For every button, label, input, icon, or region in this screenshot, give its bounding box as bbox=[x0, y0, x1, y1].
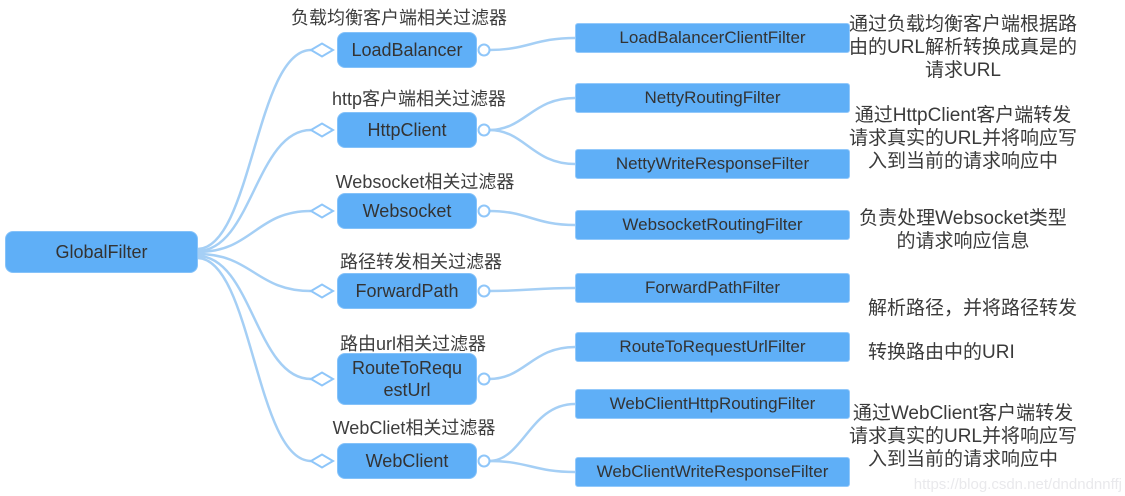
edge-root-loadbalancer bbox=[197, 48, 312, 251]
description-loadbalancer: 通过负载均衡客户端根据路 由的URL解析转换成真是的 请求URL bbox=[848, 14, 1077, 81]
expand-circle-loadbalancer[interactable] bbox=[477, 43, 491, 57]
collapse-diamond-routetorequesturl[interactable] bbox=[309, 371, 335, 387]
edge-loadbalancer-loadbalancerclientfilter bbox=[488, 36, 576, 52]
node-loadbalancer-label: LoadBalancer bbox=[351, 39, 463, 60]
collapse-diamond-loadbalancer[interactable] bbox=[309, 42, 335, 58]
expand-circle-webclient[interactable] bbox=[477, 454, 491, 468]
node-websocketroutingfilter-label: WebsocketRoutingFilter bbox=[622, 215, 803, 234]
floating-label-websocket: Websocket相关过滤器 bbox=[335, 172, 515, 192]
floating-label-loadbalancer: 负载均衡客户端相关过滤器 bbox=[291, 8, 507, 28]
node-routetorequesturl-label: RouteToRequ estUrl bbox=[351, 357, 463, 401]
node-forwardpathfilter-label: ForwardPathFilter bbox=[644, 278, 781, 297]
edge-forwardpath-forwardpathfilter bbox=[488, 286, 576, 293]
collapse-diamond-websocket[interactable] bbox=[309, 203, 335, 219]
node-routetorequesturlfilter-label: RouteToRequestUrlFilter bbox=[619, 337, 806, 356]
node-websocket-label: Websocket bbox=[362, 200, 452, 221]
floating-label-webclient: WebCliet相关过滤器 bbox=[332, 418, 496, 438]
edge-websocket-websocketroutingfilter bbox=[488, 209, 576, 227]
collapse-diamond-httpclient[interactable] bbox=[309, 122, 335, 138]
expand-circle-forwardpath[interactable] bbox=[477, 284, 491, 298]
watermark-url: https://blog.csdn.net/dndndnnffj bbox=[913, 476, 1122, 493]
node-nettywriteresponsefilter[interactable]: NettyWriteResponseFilter bbox=[575, 149, 850, 179]
node-loadbalancerclientfilter-label: LoadBalancerClientFilter bbox=[619, 28, 806, 47]
floating-label-routetorequesturl: 路由url相关过滤器 bbox=[339, 334, 486, 354]
edge-webclient-webclientwriteresponsefilter bbox=[488, 459, 576, 474]
description-routetorequesturl: 转换路由中的URI bbox=[868, 342, 1015, 363]
node-nettyroutingfilter[interactable]: NettyRoutingFilter bbox=[575, 83, 850, 113]
node-routetorequesturlfilter[interactable]: RouteToRequestUrlFilter bbox=[575, 332, 850, 362]
node-websocketroutingfilter[interactable]: WebsocketRoutingFilter bbox=[575, 210, 850, 240]
expand-circle-websocket[interactable] bbox=[477, 204, 491, 218]
edge-webclient-webclienthttproutingfilter bbox=[488, 402, 576, 463]
node-forwardpathfilter[interactable]: ForwardPathFilter bbox=[575, 273, 850, 303]
node-loadbalancerclientfilter[interactable]: LoadBalancerClientFilter bbox=[575, 23, 850, 53]
node-webclienthttproutingfilter-label: WebClientHttpRoutingFilter bbox=[609, 394, 816, 413]
edge-root-webclient bbox=[197, 256, 312, 463]
description-webclient: 通过WebClient客户端转发 请求真实的URL并将响应写 入到当前的请求响应… bbox=[848, 403, 1077, 470]
node-forwardpath-label: ForwardPath bbox=[355, 280, 459, 301]
edge-root-websocket bbox=[197, 209, 312, 254]
collapse-diamond-forwardpath[interactable] bbox=[309, 283, 335, 299]
edge-routetorequesturl-routetorequesturlfilter bbox=[488, 345, 576, 381]
edge-httpclient-nettywriteresponsefilter bbox=[488, 128, 576, 166]
floating-label-httpclient: http客户端相关过滤器 bbox=[331, 89, 507, 109]
node-webclientwriteresponsefilter[interactable]: WebClientWriteResponseFilter bbox=[575, 457, 850, 487]
collapse-diamond-webclient[interactable] bbox=[309, 453, 335, 469]
edge-root-forwardpath bbox=[197, 252, 312, 293]
floating-label-forwardpath: 路径转发相关过滤器 bbox=[340, 252, 502, 272]
expand-circle-httpclient[interactable] bbox=[477, 123, 491, 137]
expand-circle-routetorequesturl[interactable] bbox=[477, 372, 491, 386]
node-httpclient-label: HttpClient bbox=[367, 119, 447, 140]
edge-httpclient-nettyroutingfilter bbox=[488, 96, 576, 132]
node-forwardpath[interactable]: ForwardPath bbox=[337, 273, 477, 309]
node-httpclient[interactable]: HttpClient bbox=[337, 112, 477, 148]
node-routetorequesturl[interactable]: RouteToRequ estUrl bbox=[337, 353, 477, 405]
node-globalfilter-label: GlobalFilter bbox=[55, 241, 148, 262]
description-websocket: 负责处理Websocket类型 的请求响应信息 bbox=[859, 208, 1067, 252]
node-loadbalancer[interactable]: LoadBalancer bbox=[337, 32, 477, 68]
description-httpclient: 通过HttpClient客户端转发 请求真实的URL并将响应写 入到当前的请求响… bbox=[848, 105, 1077, 172]
node-websocket[interactable]: Websocket bbox=[337, 193, 477, 229]
node-webclient-label: WebClient bbox=[365, 450, 449, 471]
node-globalfilter[interactable]: GlobalFilter bbox=[5, 231, 198, 273]
node-webclient[interactable]: WebClient bbox=[337, 443, 477, 479]
edge-root-httpclient bbox=[197, 128, 312, 253]
edge-root-routetorequesturl bbox=[197, 254, 312, 381]
node-webclientwriteresponsefilter-label: WebClientWriteResponseFilter bbox=[596, 462, 829, 481]
description-forwardpath: 解析路径，并将路径转发 bbox=[868, 298, 1078, 319]
node-nettywriteresponsefilter-label: NettyWriteResponseFilter bbox=[615, 154, 810, 173]
node-nettyroutingfilter-label: NettyRoutingFilter bbox=[644, 88, 781, 107]
node-webclienthttproutingfilter[interactable]: WebClientHttpRoutingFilter bbox=[575, 389, 850, 419]
